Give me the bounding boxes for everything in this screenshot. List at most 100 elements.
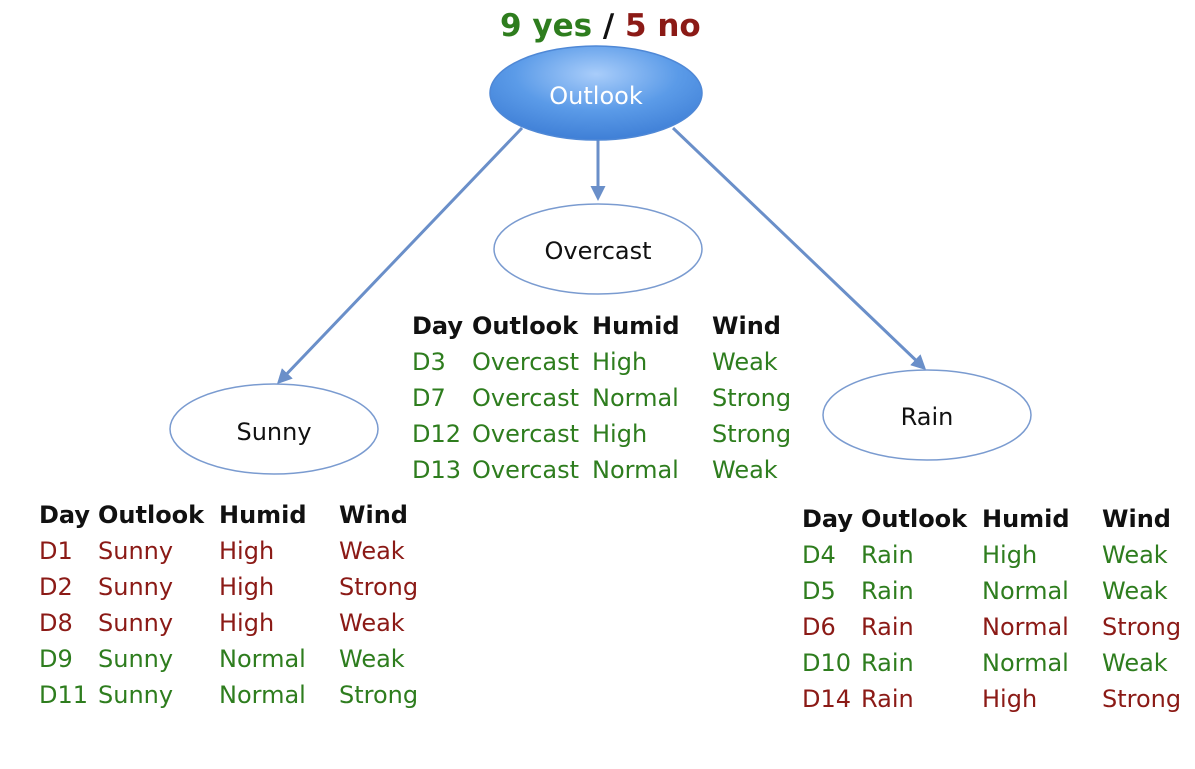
title-separator: /: [602, 8, 615, 44]
cell-day: D14: [802, 685, 852, 713]
cell-humid: Normal: [982, 577, 1069, 605]
rain-node-shape: [822, 369, 1032, 461]
table-header-row: Day Outlook Humid Wind: [412, 308, 802, 344]
cell-wind: Strong: [339, 681, 419, 709]
header-outlook: Outlook: [98, 501, 205, 529]
cell-wind: Weak: [712, 348, 778, 376]
table-header-row: Day Outlook Humid Wind: [39, 497, 429, 533]
cell-day: D10: [802, 649, 852, 677]
cell-wind: Strong: [339, 573, 419, 601]
cell-outlook: Overcast: [472, 420, 580, 448]
overcast-node-label: Overcast: [544, 237, 652, 265]
table-row: D1 Sunny High Weak: [39, 533, 429, 569]
cell-humid: High: [592, 420, 648, 448]
table-row: D7 Overcast Normal Strong: [412, 380, 802, 416]
cell-day: D4: [802, 541, 836, 569]
cell-outlook: Sunny: [98, 573, 174, 601]
table-row: D3 Overcast High Weak: [412, 344, 802, 380]
header-day: Day: [412, 312, 464, 340]
table-header-row: Day Outlook Humid Wind: [802, 501, 1192, 537]
cell-humid: Normal: [219, 645, 306, 673]
table-row: D14 Rain High Strong: [802, 681, 1192, 717]
cell-outlook: Rain: [861, 577, 914, 605]
table-row: D6 Rain Normal Strong: [802, 609, 1192, 645]
cell-day: D1: [39, 537, 73, 565]
cell-wind: Weak: [712, 456, 778, 484]
header-humid: Humid: [219, 501, 307, 529]
cell-day: D5: [802, 577, 836, 605]
cell-humid: High: [219, 573, 275, 601]
cell-outlook: Rain: [861, 649, 914, 677]
cell-day: D7: [412, 384, 446, 412]
cell-outlook: Overcast: [472, 456, 580, 484]
table-row: D10 Rain Normal Weak: [802, 645, 1192, 681]
cell-humid: Normal: [219, 681, 306, 709]
cell-outlook: Rain: [861, 613, 914, 641]
cell-humid: High: [219, 609, 275, 637]
cell-humid: Normal: [592, 384, 679, 412]
cell-humid: Normal: [982, 649, 1069, 677]
cell-day: D3: [412, 348, 446, 376]
cell-day: D2: [39, 573, 73, 601]
header-outlook: Outlook: [472, 312, 579, 340]
cell-wind: Strong: [1102, 685, 1182, 713]
header-wind: Wind: [1102, 505, 1171, 533]
cell-outlook: Sunny: [98, 681, 174, 709]
table-row: D8 Sunny High Weak: [39, 605, 429, 641]
root-node-shape: [489, 45, 703, 141]
header-outlook: Outlook: [861, 505, 968, 533]
header-day: Day: [39, 501, 91, 529]
cell-outlook: Sunny: [98, 645, 174, 673]
cell-humid: High: [219, 537, 275, 565]
table-row: D13 Overcast Normal Weak: [412, 452, 802, 488]
edge-sunny: [276, 126, 524, 385]
cell-wind: Weak: [339, 609, 405, 637]
cell-humid: High: [592, 348, 648, 376]
cell-wind: Strong: [712, 384, 792, 412]
header-humid: Humid: [982, 505, 1070, 533]
yes-count: 9 yes: [500, 8, 593, 44]
cell-day: D6: [802, 613, 836, 641]
table-row: D11 Sunny Normal Strong: [39, 677, 429, 713]
cell-day: D11: [39, 681, 89, 709]
edge-rain: [671, 126, 927, 371]
cell-outlook: Rain: [861, 685, 914, 713]
cell-outlook: Overcast: [472, 348, 580, 376]
table-row: D2 Sunny High Strong: [39, 569, 429, 605]
cell-humid: Normal: [982, 613, 1069, 641]
cell-day: D13: [412, 456, 462, 484]
overcast-node-shape: [493, 203, 703, 295]
cell-outlook: Sunny: [98, 609, 174, 637]
table-row: D4 Rain High Weak: [802, 537, 1192, 573]
cell-wind: Weak: [1102, 577, 1168, 605]
sunny-node-label: Sunny: [236, 418, 312, 446]
cell-wind: Strong: [1102, 613, 1182, 641]
no-count: 5 no: [624, 8, 701, 44]
cell-outlook: Sunny: [98, 537, 174, 565]
cell-wind: Weak: [1102, 541, 1168, 569]
cell-humid: High: [982, 541, 1038, 569]
cell-humid: Normal: [592, 456, 679, 484]
rain-node-label: Rain: [900, 403, 954, 431]
sunny-node-shape: [169, 383, 379, 475]
header-wind: Wind: [712, 312, 781, 340]
cell-wind: Weak: [339, 537, 405, 565]
cell-day: D12: [412, 420, 462, 448]
cell-day: D8: [39, 609, 73, 637]
header-wind: Wind: [339, 501, 408, 529]
class-count-title: 9 yes / 5 no: [500, 8, 701, 44]
cell-day: D9: [39, 645, 73, 673]
cell-outlook: Rain: [861, 541, 914, 569]
cell-wind: Weak: [1102, 649, 1168, 677]
header-day: Day: [802, 505, 854, 533]
table-row: D5 Rain Normal Weak: [802, 573, 1192, 609]
root-node-label: Outlook: [549, 82, 643, 110]
cell-humid: High: [982, 685, 1038, 713]
cell-outlook: Overcast: [472, 384, 580, 412]
